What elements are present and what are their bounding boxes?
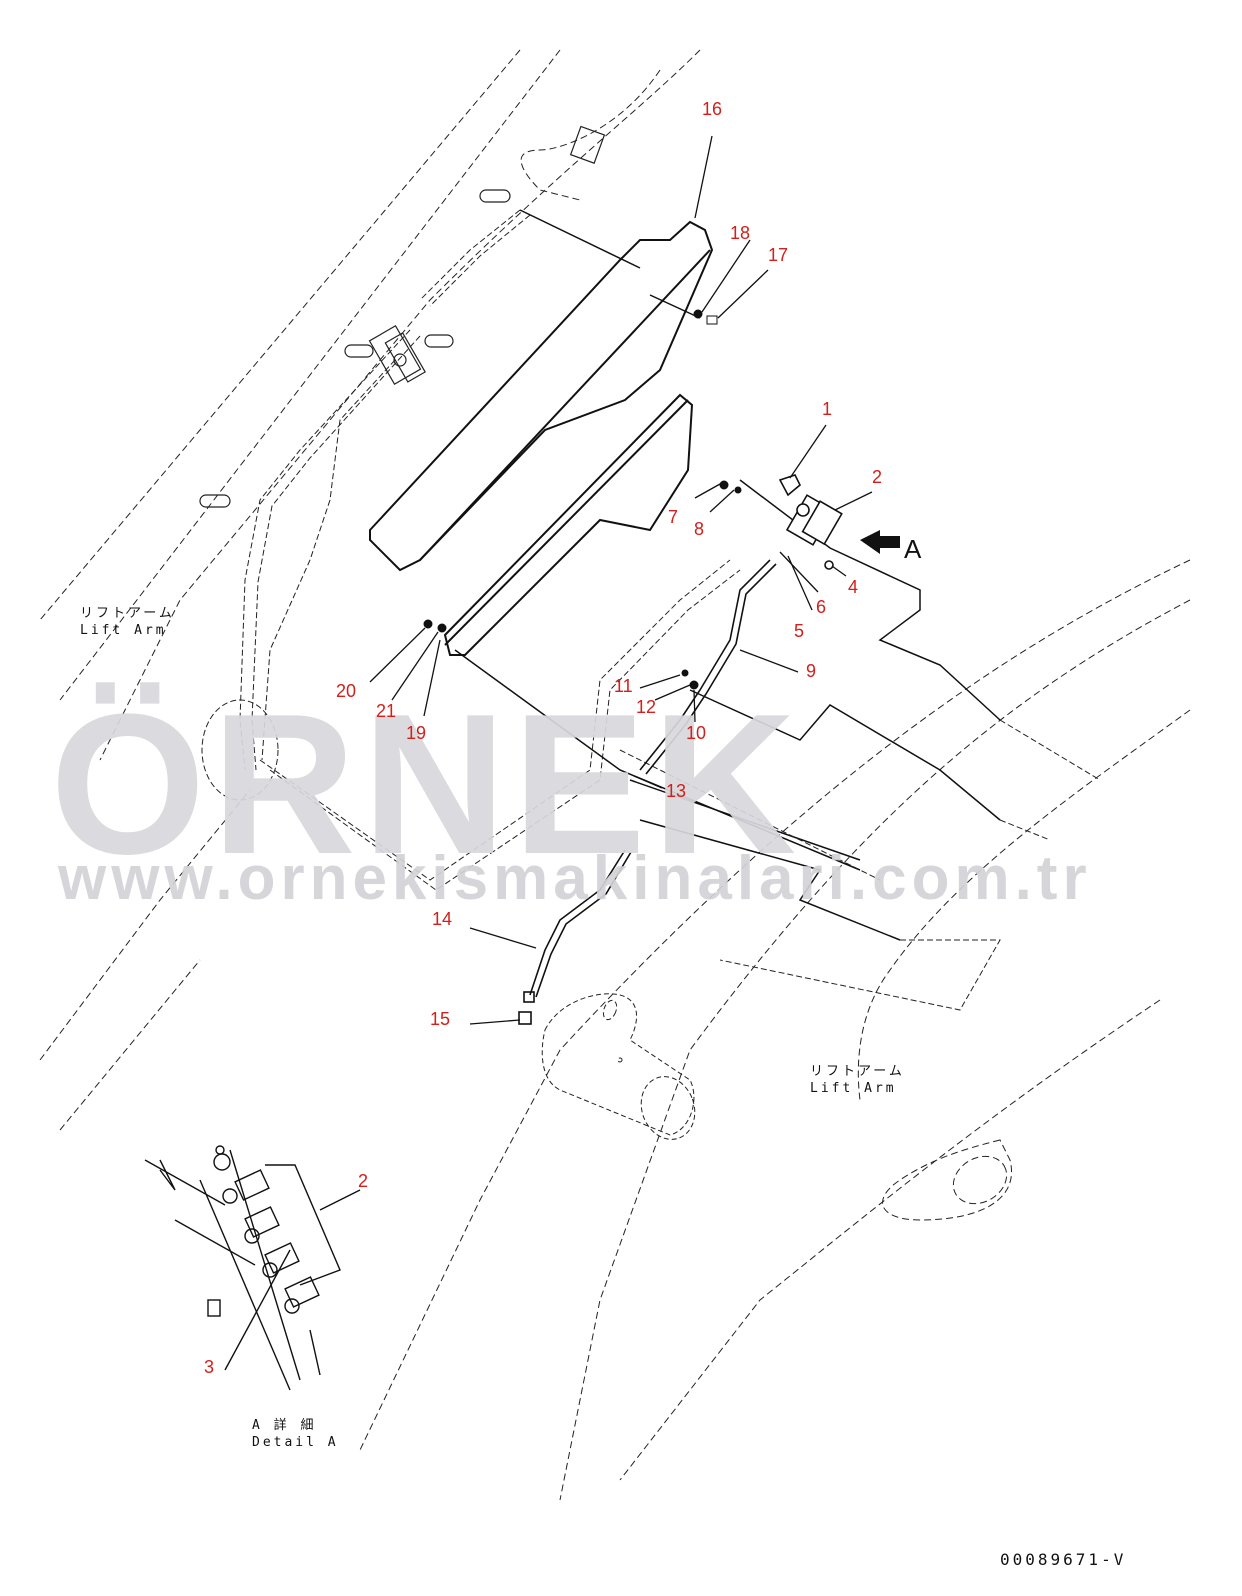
detail-a-label-en: Detail A: [252, 1434, 339, 1450]
lift-arm-label-jp: リフトアーム: [80, 606, 175, 621]
callout-number: 14: [432, 909, 453, 929]
view-arrow-label: A: [904, 534, 922, 564]
view-arrow: [860, 530, 900, 554]
callout-number: 9: [806, 661, 817, 681]
fasteners: [423, 309, 742, 690]
switch-assembly: [778, 474, 843, 570]
cover-plate-19: [443, 393, 694, 656]
lift-arm-label-bottom: リフトアーム Lift Arm: [810, 1064, 905, 1098]
valve-cluster: [199, 125, 606, 508]
callout-number: 6: [816, 597, 827, 617]
callout-number: 16: [702, 99, 723, 119]
reference-lines-dashed: [619, 719, 1101, 1011]
watermark-url: www.ornekismakinalari.com.tr: [58, 844, 1092, 913]
document-id: 00089671-V: [1000, 1550, 1127, 1569]
callout-number: 12: [636, 697, 657, 717]
callout-number: 10: [686, 723, 707, 743]
callout-number: 19: [406, 723, 427, 743]
callout-number: 20: [336, 681, 357, 701]
watermark-brand: ÖRNEK: [50, 673, 803, 896]
wire-harness: [518, 559, 777, 1025]
detail-a-label-jp: A 詳 細: [252, 1418, 317, 1433]
callout-number: 2: [358, 1171, 369, 1191]
callout-number: 8: [694, 519, 705, 539]
detail-a-label: A 詳 細 Detail A: [252, 1418, 339, 1452]
reference-lines: [454, 209, 1001, 941]
callout-number: 21: [376, 701, 397, 721]
callout-number: 18: [730, 223, 751, 243]
detail-a-drawing: [144, 1145, 361, 1391]
callout-number: 2: [872, 467, 883, 487]
pin-cylinder: [541, 993, 696, 1140]
callout-number: 17: [768, 245, 789, 265]
callout-leaders: [369, 135, 873, 1025]
callout-number: 13: [666, 781, 687, 801]
callout-number: 15: [430, 1009, 451, 1029]
lift-arm-label-en: Lift Arm: [810, 1080, 897, 1096]
callout-number: 11: [614, 676, 633, 696]
hydraulic-lines: [201, 209, 741, 891]
lift-arm-label-top: リフトアーム Lift Arm: [80, 606, 175, 640]
lift-arm-outline-lower: [39, 559, 1191, 1501]
callout-number: 3: [204, 1357, 215, 1377]
callout-number: 4: [848, 577, 859, 597]
lift-arm-label-en: Lift Arm: [80, 622, 167, 638]
cover-plate-16: [369, 220, 714, 572]
lift-arm-outline-upper: [39, 49, 701, 761]
lift-arm-label-jp: リフトアーム: [810, 1064, 905, 1079]
callout-number: 1: [822, 399, 833, 419]
callout-number: 7: [668, 507, 679, 527]
callout-number: 5: [794, 621, 805, 641]
